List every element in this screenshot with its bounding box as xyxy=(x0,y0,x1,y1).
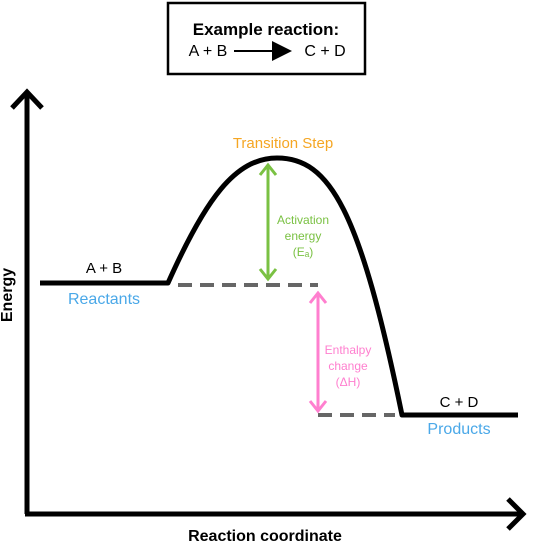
x-axis xyxy=(25,497,527,531)
activation-energy-arrow xyxy=(258,162,278,282)
activation-label-line1: Activation xyxy=(277,213,329,227)
energy-curve xyxy=(40,155,518,418)
product-formula: C + D xyxy=(440,394,479,411)
enthalpy-label-line3: (ΔH) xyxy=(336,375,361,389)
activation-label-line2: energy xyxy=(285,229,322,243)
example-reaction-box xyxy=(166,1,367,76)
reactants-label: Reactants xyxy=(68,291,140,308)
enthalpy-change-arrow xyxy=(308,290,328,414)
y-axis xyxy=(10,88,44,514)
activation-label-line3: (Eₐ) xyxy=(293,245,313,259)
example-reaction-title: Example reaction: xyxy=(193,20,339,39)
y-axis-label: Energy xyxy=(0,268,16,322)
example-reactants: A + B xyxy=(189,43,228,60)
reactant-formula: A + B xyxy=(86,260,122,277)
example-products: C + D xyxy=(304,43,345,60)
enthalpy-label-line2: change xyxy=(328,359,368,373)
x-axis-label: Reaction coordinate xyxy=(188,528,342,545)
products-label: Products xyxy=(427,421,490,438)
enthalpy-label-line1: Enthalpy xyxy=(325,343,372,357)
transition-step-label: Transition Step xyxy=(233,135,333,152)
